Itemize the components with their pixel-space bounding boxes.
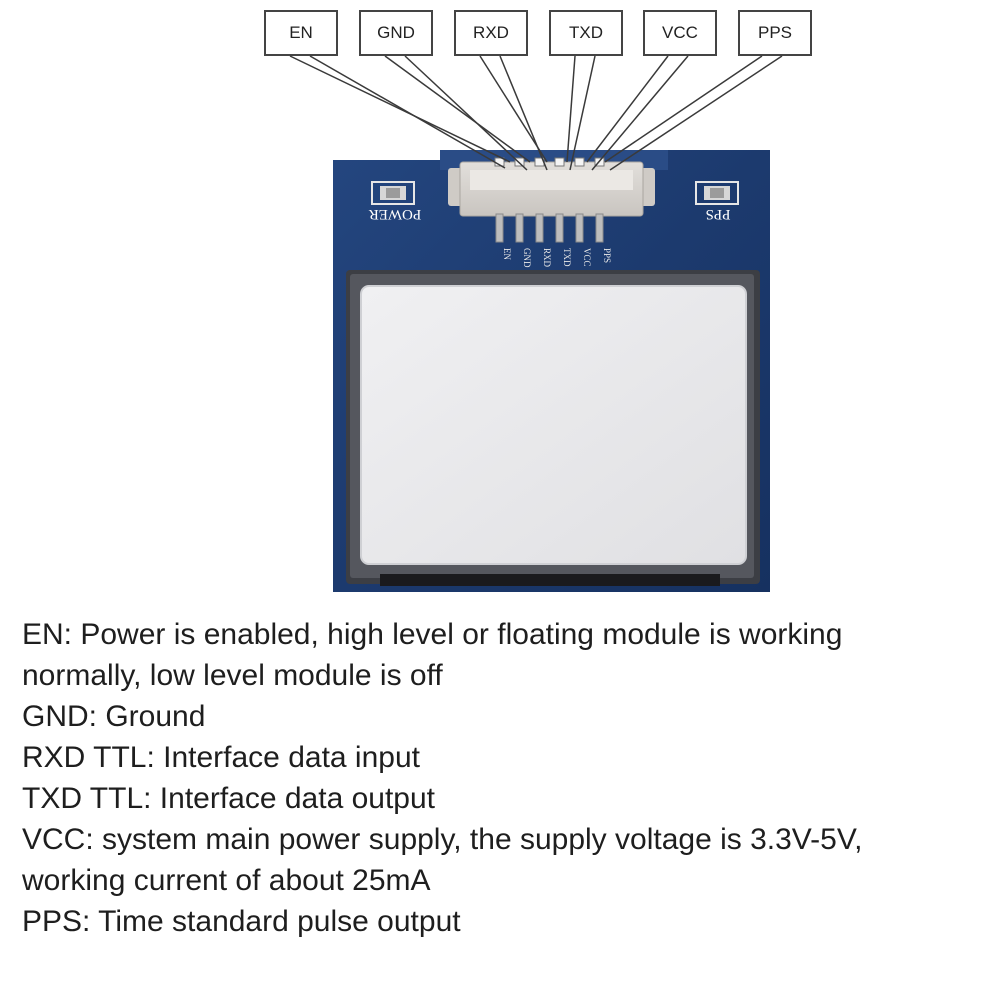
pps-led <box>695 181 739 205</box>
pin-label-gnd: GND <box>359 10 433 56</box>
pin-description: EN: Power is enabled, high level or floa… <box>22 614 992 942</box>
power-silk-label: POWER <box>369 206 422 222</box>
description-line: TXD TTL: Interface data output <box>22 782 435 815</box>
silk-pin-rxd: RXD <box>542 248 552 268</box>
pin-label-en: EN <box>264 10 338 56</box>
pps-silk-label: PPS <box>705 206 730 222</box>
pin-label-text: VCC <box>662 23 698 42</box>
pin-label-txd: TXD <box>549 10 623 56</box>
pin-label-pps: PPS <box>738 10 812 56</box>
silk-pin-en: EN <box>502 248 512 260</box>
description-line: VCC: system main power supply, the suppl… <box>22 823 863 856</box>
pin-legs <box>495 213 604 243</box>
leader-lines <box>289 55 783 171</box>
description-line: RXD TTL: Interface data input <box>22 741 420 774</box>
description-line: working current of about 25mA <box>22 864 431 897</box>
pin-label-text: RXD <box>473 23 509 42</box>
pin-label-text: GND <box>377 23 415 42</box>
ceramic-antenna <box>360 285 747 565</box>
pin-label-text: TXD <box>569 23 603 42</box>
pin-label-vcc: VCC <box>643 10 717 56</box>
description-line: GND: Ground <box>22 700 206 733</box>
pin-label-text: PPS <box>757 23 793 42</box>
description-line: PPS: Time standard pulse output <box>22 905 461 938</box>
gps-module-diagram: POWER PPS EN GND RXD TXD VCC PPS <box>289 55 783 592</box>
description-line: normally, low level module is off <box>22 659 443 692</box>
pin-label-text: EN <box>289 23 313 42</box>
silk-pin-labels: EN GND RXD TXD VCC PPS <box>502 248 612 268</box>
silk-pin-gnd: GND <box>522 248 532 268</box>
silk-pin-vcc: VCC <box>582 248 592 267</box>
pin-label-rxd: RXD <box>454 10 528 56</box>
description-line: EN: Power is enabled, high level or floa… <box>22 618 843 651</box>
silk-pin-txd: TXD <box>562 248 572 267</box>
silk-pin-pps: PPS <box>602 248 612 263</box>
power-led <box>371 181 415 205</box>
pin-header-connector <box>448 161 655 217</box>
